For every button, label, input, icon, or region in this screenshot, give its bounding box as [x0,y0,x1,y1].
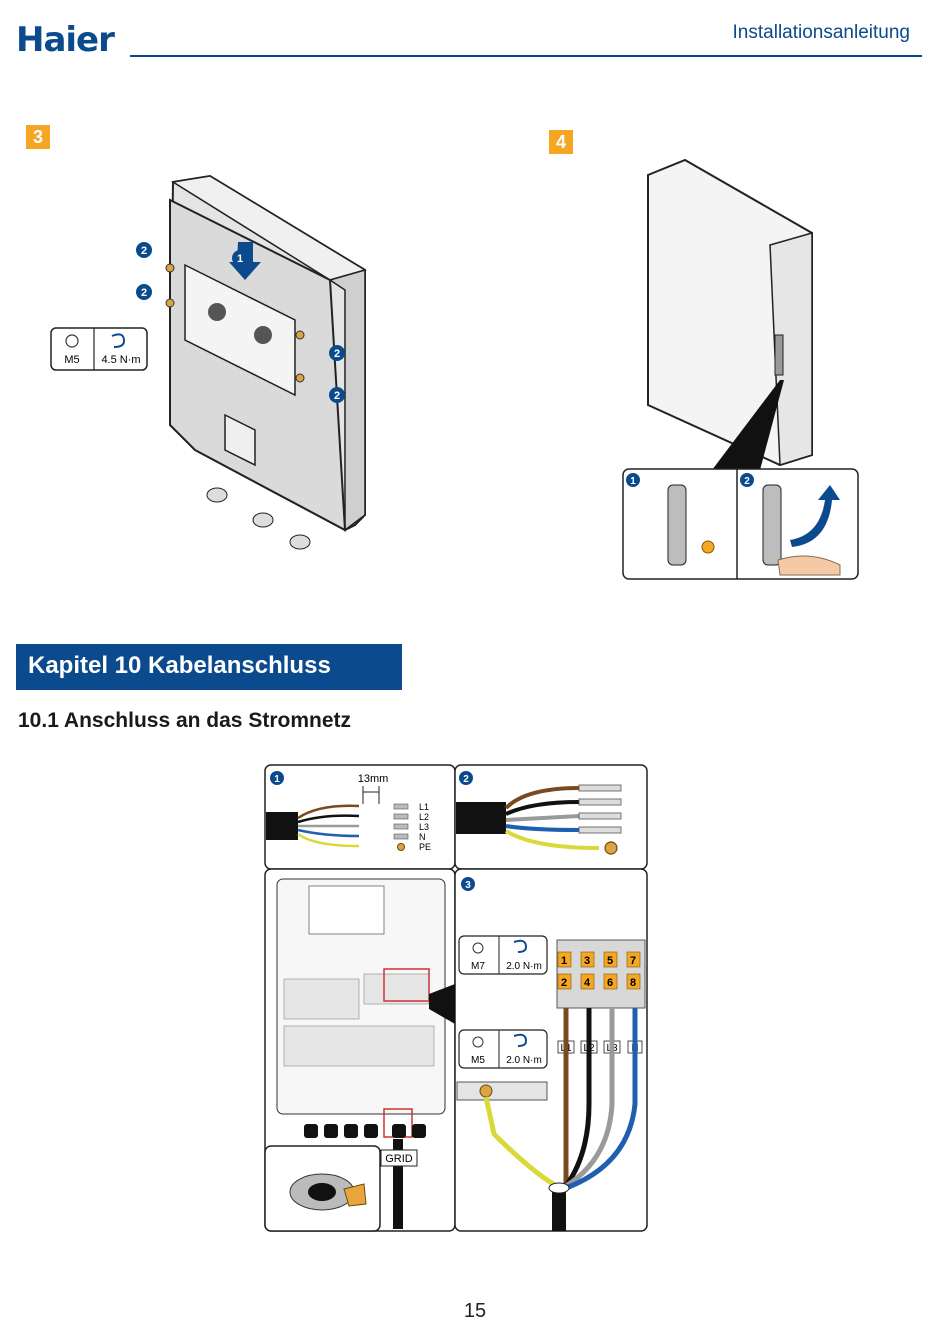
step-4-badge: 4 [549,130,573,154]
chapter-title: Kapitel 10 Kabelanschluss [28,652,331,679]
header-title: Installationsanleitung [732,22,910,43]
step-3-callout-2d: 2 [334,390,340,402]
terminal-8: 8 [630,977,636,989]
section-title: 10.1 Anschluss an das Stromnetz [18,709,351,732]
step-3-callout-1: 1 [237,253,243,265]
spec-top-torque: 2.0 N·m [506,961,542,972]
page-number: 15 [463,1300,487,1322]
step-4-sub-1: 1 [630,476,636,487]
wiring-diagram: 1 2 3 13mm L1 L2 L3 N PE [264,764,648,1232]
step-3-badge: 3 [26,125,50,149]
step-4-illustration: 1 2 [622,158,859,580]
wire-label-l3: L3 [419,822,429,832]
wire-label-n: N [419,832,426,842]
spec-m7-box: M7 2.0 N·m [458,935,548,975]
step-3-bolt: M5 [64,354,79,366]
terminal-5: 5 [607,955,613,967]
torque-icon [513,1033,528,1047]
step-3-callout-2c: 2 [334,348,340,360]
terminal-3: 3 [584,955,590,967]
spec-bottom-bolt: M5 [471,1055,485,1066]
wire-label-l2: L2 [419,812,429,822]
step-3-illustration: 1 2 2 2 2 [136,174,367,550]
grid-label: GRID [385,1153,413,1165]
spec-bottom-torque: 2.0 N·m [506,1055,542,1066]
torque-icon [111,333,126,348]
header-rule [130,55,922,57]
wire-label-l1: L1 [419,802,429,812]
bolt-icon [472,1036,484,1048]
strip-length: 13mm [358,773,389,785]
step-4-sub-2: 2 [744,476,750,487]
bolt-icon [65,334,79,348]
wire-label-pe: PE [419,842,431,852]
terminal-4: 4 [584,977,591,989]
step-3-callout-2b: 2 [141,287,147,299]
terminal-6: 6 [607,977,613,989]
terminal-7: 7 [630,955,636,967]
spec-top-bolt: M7 [471,961,485,972]
torque-icon [513,939,528,953]
terminal-2: 2 [561,977,567,989]
spec-m5-box: M5 2.0 N·m [458,1029,548,1069]
chapter-heading-bar [16,644,402,690]
panel-number-3: 3 [465,880,471,891]
panel-number-1: 1 [274,774,280,785]
step-3-callout-2a: 2 [141,245,147,257]
panel-number-2: 2 [463,774,469,785]
terminal-1: 1 [561,955,567,967]
step-3-torque-spec: M5 4.5 N·m [50,327,148,371]
bolt-icon [472,942,484,954]
step-3-torque: 4.5 N·m [101,354,140,366]
haier-logo: Haier [16,20,115,60]
